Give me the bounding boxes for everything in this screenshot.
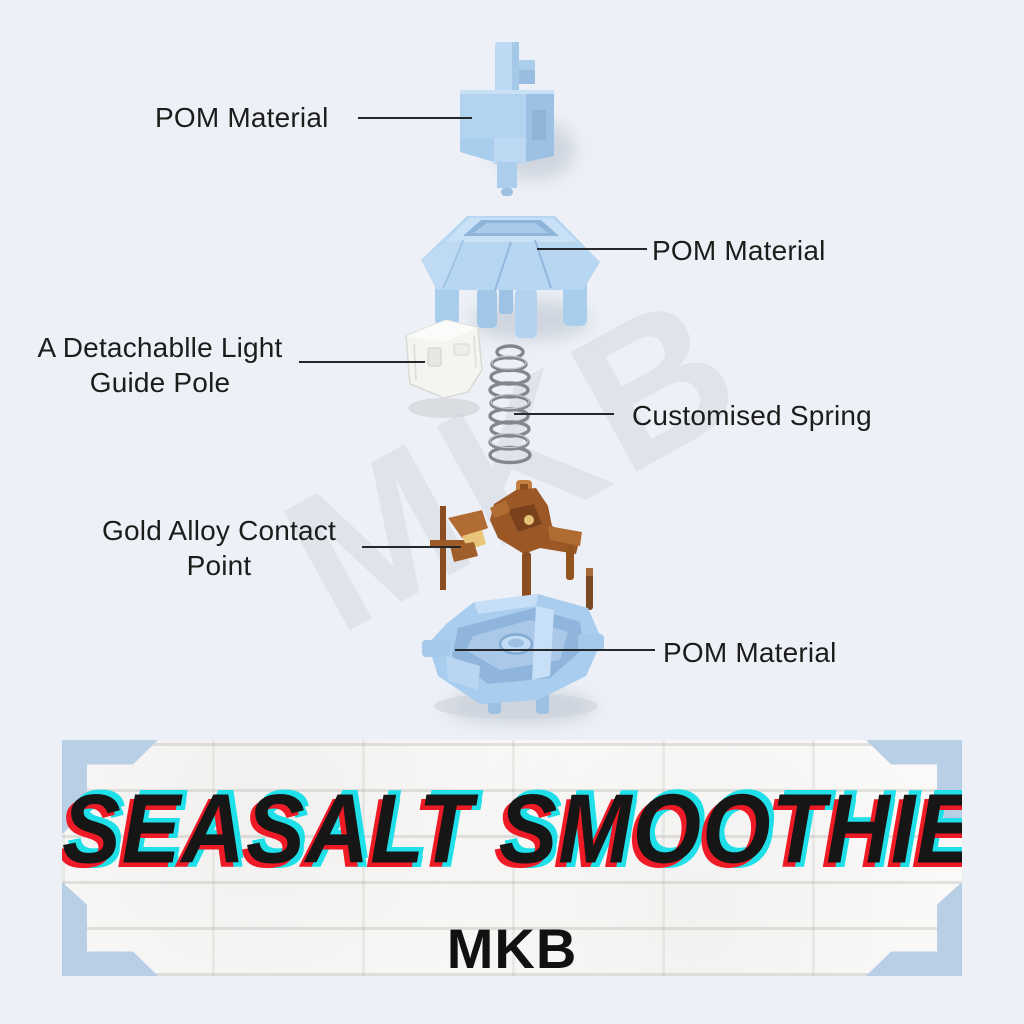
brand-name: MKB bbox=[446, 917, 578, 976]
spring bbox=[488, 344, 532, 465]
callout-text: POM Material bbox=[652, 235, 826, 266]
callout-line-light-guide bbox=[299, 361, 425, 363]
callout-text-line1: Gold Alloy Contact bbox=[102, 515, 336, 546]
callout-label-stem: POM Material bbox=[155, 100, 345, 135]
callout-line-stem bbox=[358, 117, 472, 119]
callout-label-light-guide: A Detachablle Light Guide Pole bbox=[28, 330, 292, 400]
callout-line-contact bbox=[362, 546, 461, 548]
callout-line-bottom-housing bbox=[455, 649, 655, 651]
callout-text-line2: Point bbox=[186, 550, 252, 581]
callout-line-top-housing bbox=[537, 248, 647, 250]
light-guide-pole bbox=[405, 319, 483, 418]
switch-stem bbox=[460, 42, 554, 196]
callout-line-spring bbox=[514, 413, 614, 415]
callout-text: POM Material bbox=[663, 637, 837, 668]
bottom-housing bbox=[422, 594, 604, 719]
top-housing bbox=[421, 216, 600, 338]
callout-label-bottom-housing: POM Material bbox=[663, 635, 873, 670]
callout-text: POM Material bbox=[155, 102, 329, 133]
callout-label-contact: Gold Alloy Contact Point bbox=[83, 513, 355, 583]
callout-text: Customised Spring bbox=[632, 400, 872, 431]
callout-label-spring: Customised Spring bbox=[632, 398, 882, 433]
gold-alloy-contacts bbox=[430, 480, 593, 610]
product-banner: SEASALT SMOOTHIE MKB bbox=[62, 740, 962, 976]
callout-text-line2: Guide Pole bbox=[89, 367, 231, 398]
callout-text-line1: A Detachablle Light bbox=[37, 332, 283, 363]
callout-label-top-housing: POM Material bbox=[652, 233, 862, 268]
product-title: SEASALT SMOOTHIE bbox=[62, 773, 962, 884]
